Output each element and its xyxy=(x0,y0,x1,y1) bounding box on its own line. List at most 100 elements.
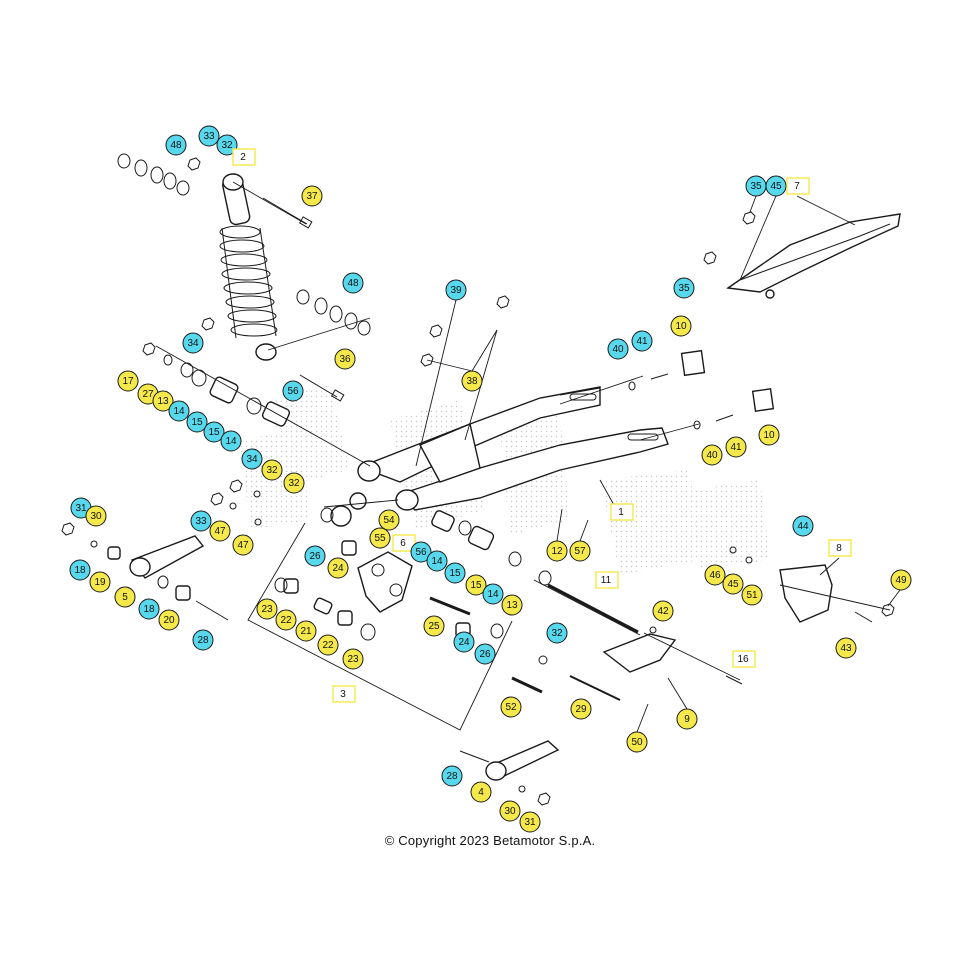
callout-number: 29 xyxy=(575,704,587,715)
callout-number: 38 xyxy=(466,376,478,387)
callout-number: 27 xyxy=(142,389,154,400)
part-callout-28: 28 xyxy=(192,629,214,651)
part-callout-24: 24 xyxy=(327,557,349,579)
part-callout-5: 5 xyxy=(114,586,136,608)
callout-number: 32 xyxy=(551,628,563,639)
part-callout-31: 31 xyxy=(519,811,541,833)
part-callout-46: 46 xyxy=(704,564,726,586)
callout-number: 42 xyxy=(657,606,669,617)
callout-number: 40 xyxy=(706,450,718,461)
part-callout-38: 38 xyxy=(461,370,483,392)
callout-number: 10 xyxy=(763,430,775,441)
callout-number: 15 xyxy=(470,580,482,591)
callout-number: 14 xyxy=(487,589,499,600)
linkage-lever xyxy=(357,551,413,613)
part-callout-20: 20 xyxy=(158,609,180,631)
callout-number: 45 xyxy=(727,579,739,590)
callout-number: 18 xyxy=(143,604,155,615)
part-callout-54: 54 xyxy=(378,509,400,531)
part-callout-25: 25 xyxy=(423,615,445,637)
part-callout-34: 34 xyxy=(241,448,263,470)
callout-number: 34 xyxy=(246,454,258,465)
callout-number: 32 xyxy=(288,478,300,489)
part-callout-14: 14 xyxy=(168,400,190,422)
part-callout-2: 2 xyxy=(232,148,256,166)
callout-number: 11 xyxy=(601,575,612,586)
callout-number: 24 xyxy=(332,563,344,574)
kit-bracket xyxy=(247,522,513,731)
callout-number: 33 xyxy=(195,516,207,527)
part-callout-48: 48 xyxy=(165,134,187,156)
part-callout-14: 14 xyxy=(426,550,448,572)
linkage-pin xyxy=(429,596,471,616)
part-callout-23: 23 xyxy=(256,598,278,620)
callout-number: 2 xyxy=(240,152,246,163)
callout-number: 57 xyxy=(574,546,586,557)
part-callout-50: 50 xyxy=(626,731,648,753)
chain-adjuster-plate-a xyxy=(680,349,706,377)
part-callout-1: 1 xyxy=(610,503,634,521)
part-callout-28: 28 xyxy=(441,765,463,787)
part-callout-34: 34 xyxy=(182,332,204,354)
callout-number: 10 xyxy=(675,321,687,332)
part-callout-13: 13 xyxy=(501,594,523,616)
callout-number: 31 xyxy=(75,503,87,514)
callout-number: 19 xyxy=(94,577,106,588)
part-callout-35: 35 xyxy=(673,277,695,299)
callout-number: 34 xyxy=(187,338,199,349)
callout-number: 25 xyxy=(428,621,440,632)
callout-number: 54 xyxy=(383,515,395,526)
callout-number: 20 xyxy=(163,615,175,626)
bolt-52 xyxy=(511,676,543,694)
callout-number: 35 xyxy=(750,181,762,192)
part-callout-32: 32 xyxy=(283,472,305,494)
part-callout-44: 44 xyxy=(792,515,814,537)
callout-number: 30 xyxy=(504,806,516,817)
callout-number: 56 xyxy=(415,547,427,558)
bolt-29 xyxy=(569,675,621,701)
brake-pedal xyxy=(602,633,677,673)
part-callout-45: 45 xyxy=(722,573,744,595)
part-callout-15: 15 xyxy=(465,574,487,596)
chain-slider xyxy=(726,213,901,299)
bolts xyxy=(195,197,873,763)
callout-number: 21 xyxy=(300,626,312,637)
callout-number: 48 xyxy=(170,140,182,151)
part-callout-30: 30 xyxy=(499,800,521,822)
callout-number: 28 xyxy=(197,635,209,646)
part-callout-41: 41 xyxy=(725,436,747,458)
part-callout-52: 52 xyxy=(500,696,522,718)
callout-number: 12 xyxy=(551,546,563,557)
washers xyxy=(90,354,753,793)
callout-number: 13 xyxy=(157,396,169,407)
part-callout-22: 22 xyxy=(317,634,339,656)
callout-number: 14 xyxy=(431,556,443,567)
part-callout-33: 33 xyxy=(190,510,212,532)
part-callout-23: 23 xyxy=(342,648,364,670)
callout-number: 15 xyxy=(208,427,220,438)
callout-number: 37 xyxy=(306,191,318,202)
callout-number: 16 xyxy=(737,654,749,665)
part-callout-42: 42 xyxy=(652,600,674,622)
callout-number: 33 xyxy=(203,131,215,142)
callout-number: 23 xyxy=(261,604,273,615)
callout-number: 6 xyxy=(400,538,406,549)
callout-number: 22 xyxy=(322,640,334,651)
callout-number: 32 xyxy=(266,465,278,476)
callout-number: 48 xyxy=(347,278,359,289)
part-callout-17: 17 xyxy=(117,370,139,392)
callout-number: 46 xyxy=(709,570,721,581)
callout-number: 41 xyxy=(636,336,648,347)
bearing-set xyxy=(107,376,495,638)
callout-number: 30 xyxy=(90,511,102,522)
part-callout-16: 16 xyxy=(732,650,756,668)
callout-number: 47 xyxy=(214,526,226,537)
callout-number: 52 xyxy=(505,702,517,713)
part-callout-3: 3 xyxy=(332,685,356,703)
chain-adjuster-plate-b xyxy=(751,388,775,412)
part-callout-32: 32 xyxy=(216,134,238,156)
callout-number: 41 xyxy=(730,442,742,453)
part-callout-33: 33 xyxy=(198,125,220,147)
copyright-text: © Copyright 2023 Betamotor S.p.A. xyxy=(384,833,596,848)
